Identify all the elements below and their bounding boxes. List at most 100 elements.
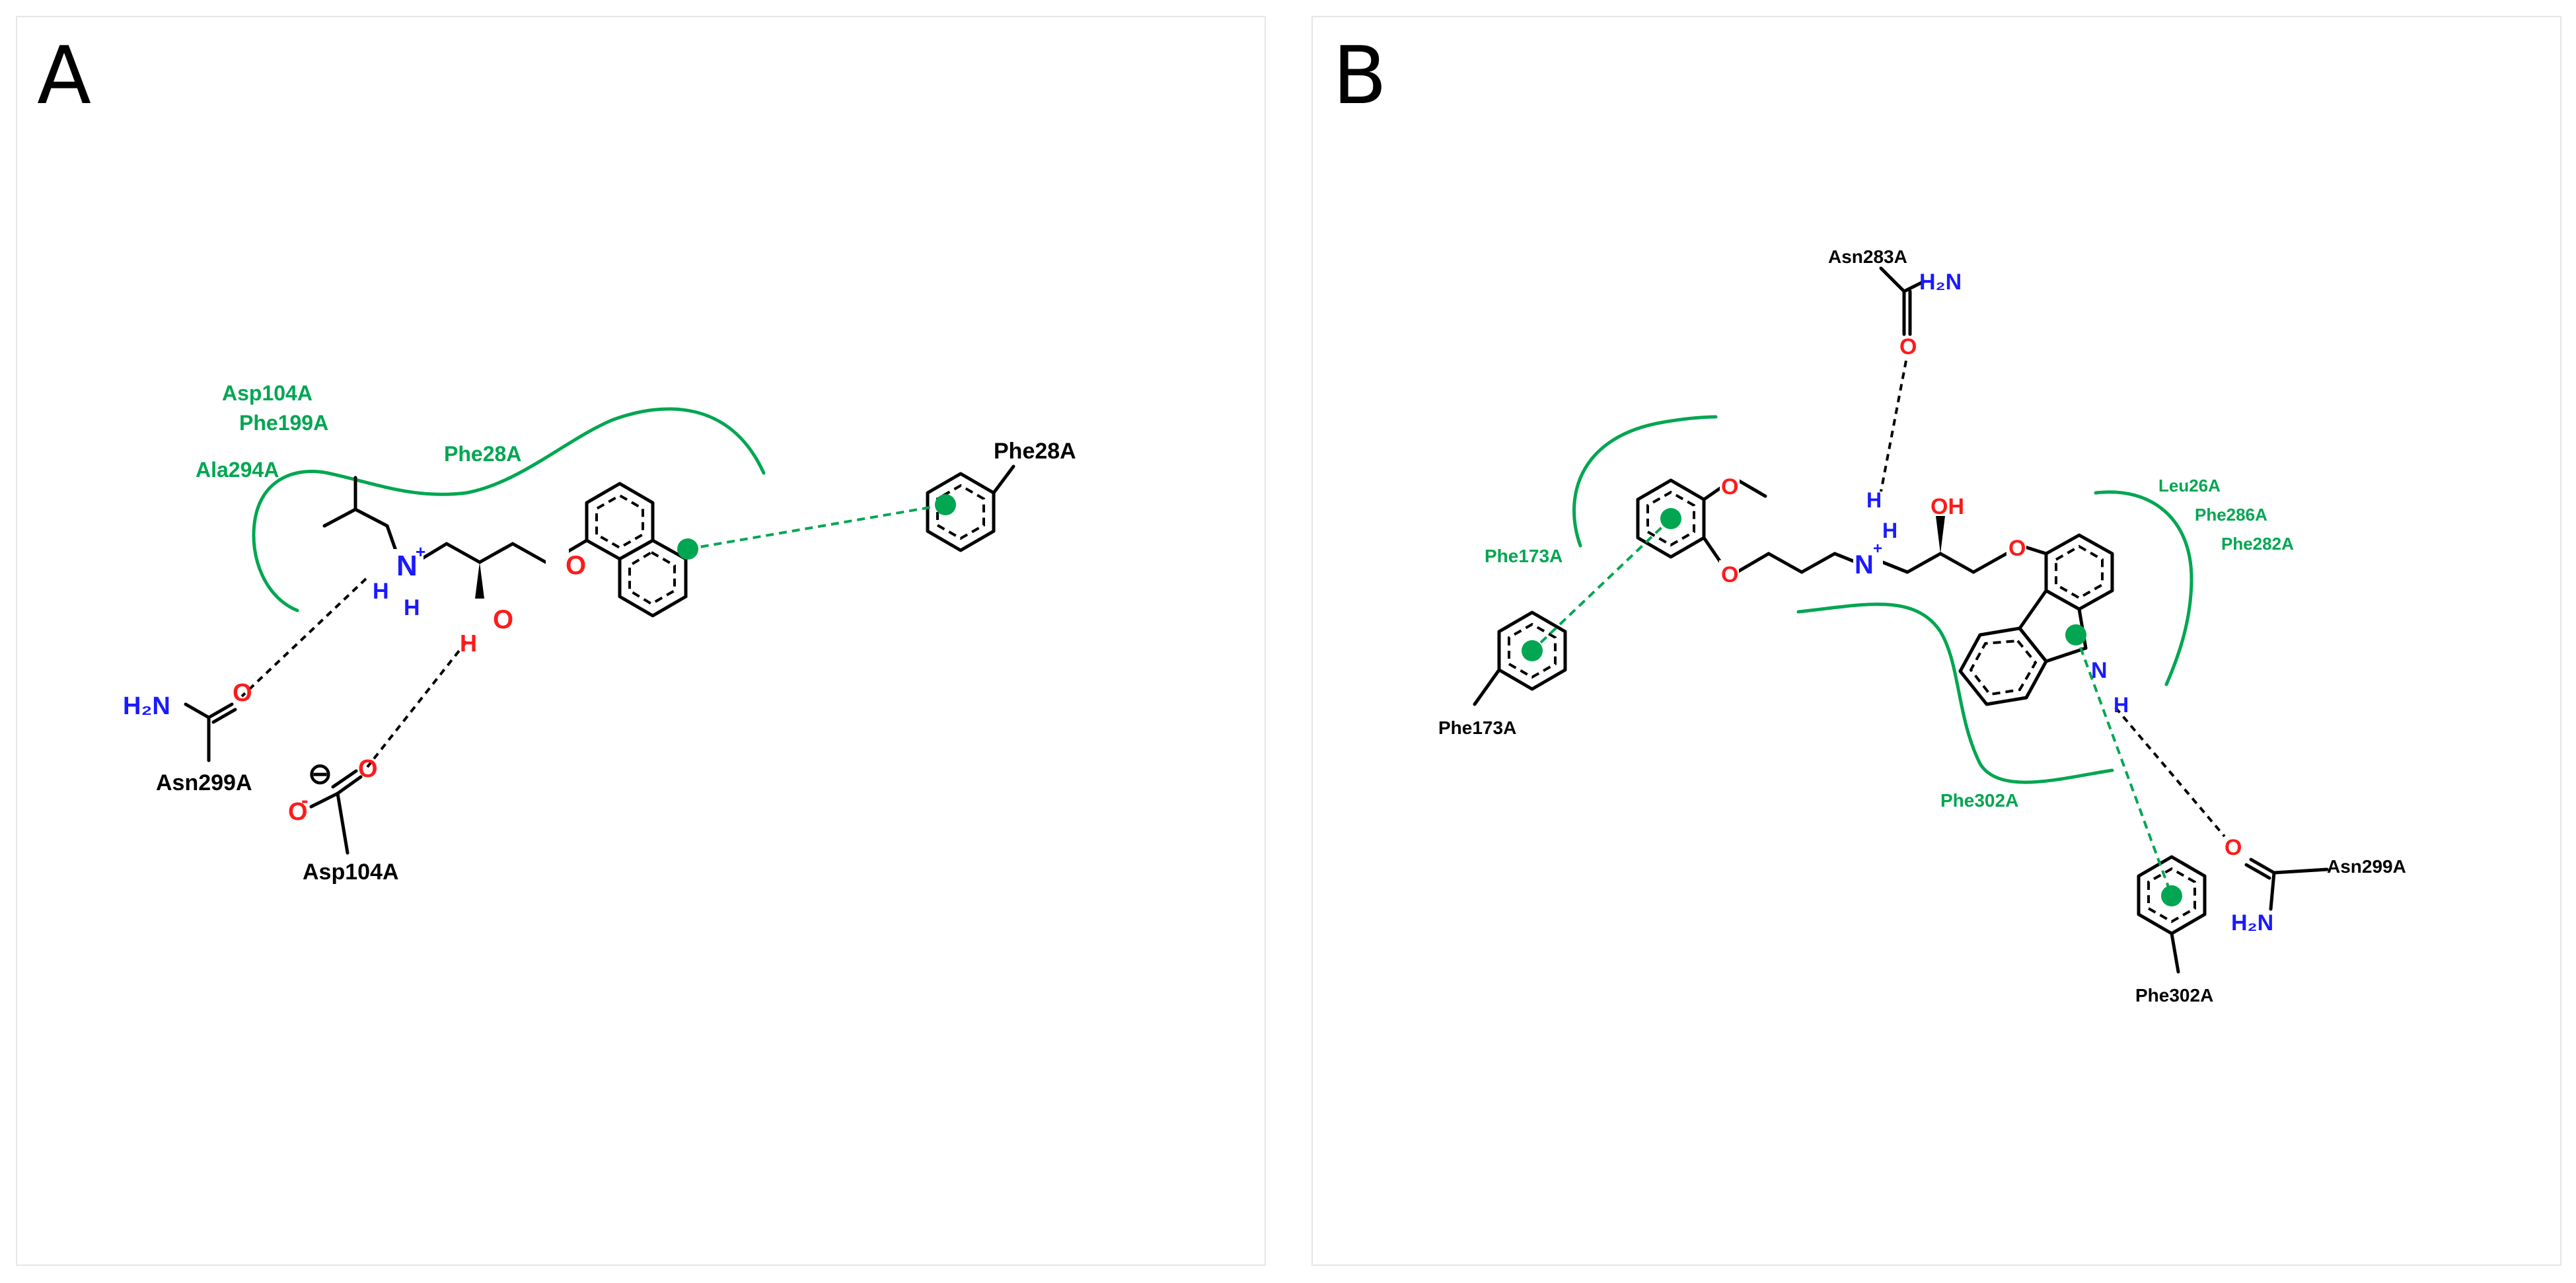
carbazole-ring	[1958, 626, 2048, 706]
hydrophobic-label-phe302: Phe302A	[1940, 790, 2018, 811]
atom-mask	[473, 602, 496, 630]
bond	[445, 542, 482, 564]
hbond-line	[1880, 360, 1907, 492]
nitrogen-atom-label: N	[396, 550, 418, 582]
aromatic-ring-inner	[2147, 867, 2196, 924]
bond	[1473, 668, 1501, 706]
bond	[1833, 552, 1857, 564]
bond	[1905, 552, 1942, 574]
hydrogen-atom-label: H	[404, 595, 420, 620]
aromatic-ring-inner	[628, 550, 676, 606]
bond	[2269, 871, 2276, 911]
panel-a-diagram: N + H H O H O H₂N O O O ⊖ - Phe28A Asn29…	[123, 381, 1076, 885]
bond	[2170, 932, 2180, 974]
hydrogen-atom-label: H	[2114, 693, 2129, 717]
aromatic-ring-inner	[2055, 544, 2104, 600]
hydrophobic-contour	[1572, 415, 1718, 548]
hydrophobic-label-phe282: Phe282A	[2221, 534, 2294, 554]
hydrophobic-contour	[2094, 490, 2193, 686]
hydrophobic-label-asp104: Asp104A	[222, 381, 313, 405]
bond	[420, 542, 449, 561]
bond	[992, 464, 1015, 495]
bond	[1971, 552, 2008, 574]
hydrophobic-label-phe28: Phe28A	[444, 442, 521, 466]
bond	[184, 702, 211, 719]
panel-b-diagram: H₂N O N + H H OH O O O N H O H₂N Asn283A…	[1438, 246, 2406, 1006]
pi-stacking-line	[2075, 634, 2173, 897]
hbond-line	[366, 640, 468, 768]
bond	[211, 708, 237, 724]
bond	[478, 542, 515, 564]
pi-stacking-line	[1531, 517, 1672, 652]
pi-stacking-line	[687, 503, 946, 550]
charge-label: -	[301, 788, 309, 812]
bond	[322, 507, 357, 528]
negative-charge-icon: ⊖	[308, 758, 332, 790]
bond	[1879, 266, 1906, 293]
panel-b-letter: B	[1333, 30, 1387, 122]
hydrophobic-contour	[1796, 603, 2114, 784]
bond	[1735, 478, 1767, 498]
hydrophobic-label-phe173: Phe173A	[1485, 546, 1563, 566]
phe28-phenyl-ring	[926, 472, 996, 552]
oxygen-atom-label: O	[1899, 334, 1917, 359]
bond	[1902, 279, 1926, 293]
oxygen-atom-label: O	[566, 551, 586, 580]
oxygen-atom-label: O	[2225, 835, 2242, 860]
bond	[207, 702, 234, 719]
charge-label: +	[416, 542, 425, 562]
residue-label-asn299: Asn299A	[156, 770, 252, 795]
hbond-line	[240, 577, 367, 698]
residue-label-phe28: Phe28A	[994, 439, 1076, 464]
bond	[2249, 858, 2276, 875]
hydrophobic-label-phe286: Phe286A	[2195, 505, 2267, 525]
atom-mask	[394, 549, 423, 579]
atom-mask	[2006, 534, 2026, 560]
phe302-phenyl-ring	[2137, 855, 2207, 935]
atom-mask	[546, 547, 569, 575]
hydrogen-atom-label: H	[1882, 519, 1897, 542]
aromatic-ring-inner	[595, 494, 644, 550]
panel-a-letter: A	[37, 30, 92, 122]
panel-b: B	[1311, 16, 2561, 1266]
residue-label-asn299: Asn299A	[2327, 856, 2406, 877]
nitrogen-atom-label: N	[1855, 550, 1874, 579]
residue-label-asp104: Asp104A	[303, 860, 399, 885]
bond	[1702, 536, 1723, 565]
oxygen-atom-label: O	[288, 798, 308, 826]
atom-mask	[1853, 549, 1883, 579]
bond	[2272, 867, 2329, 875]
hydrophobic-label-phe199: Phe199A	[239, 411, 328, 435]
amine-group-label: H₂N	[123, 692, 170, 720]
hydrophobic-contour	[252, 407, 766, 612]
ring-centroid	[677, 538, 698, 560]
hydrogen-atom-label: H	[373, 579, 389, 604]
bond	[1800, 552, 1837, 574]
bond	[1938, 552, 1975, 574]
stereo-wedge	[1936, 516, 1945, 554]
oxygen-atom-label: O	[1721, 474, 1738, 499]
bond	[1767, 552, 1804, 574]
aromatic-ring-inner	[1969, 639, 2038, 696]
hydrophobic-label-ala294: Ala294A	[196, 458, 279, 482]
atom-mask	[1719, 560, 1739, 587]
aromatic-ring-inner	[1508, 622, 1557, 679]
oxygen-atom-label: O	[1721, 562, 1738, 587]
carbazole-ring	[2018, 589, 2088, 663]
bond	[1735, 552, 1771, 574]
bond	[336, 791, 350, 855]
atom-mask	[1720, 472, 1740, 498]
residue-label-phe173: Phe173A	[1438, 717, 1516, 738]
oxygen-atom-label: O	[233, 679, 252, 707]
oxygen-atom-label: O	[2008, 536, 2026, 561]
residue-label-phe302: Phe302A	[2135, 985, 2213, 1006]
oxygen-atom-label: O	[358, 755, 378, 783]
nitrogen-atom-label: N	[2091, 658, 2108, 683]
bond	[511, 542, 548, 564]
aromatic-ring-inner	[936, 484, 985, 540]
ring-centroid	[935, 494, 956, 515]
hbond-line	[2114, 706, 2226, 838]
hydrophobic-label-leu26: Leu26A	[2158, 476, 2221, 495]
aromatic-ring-inner	[1646, 490, 1695, 547]
panel-a: A	[16, 16, 1266, 1266]
